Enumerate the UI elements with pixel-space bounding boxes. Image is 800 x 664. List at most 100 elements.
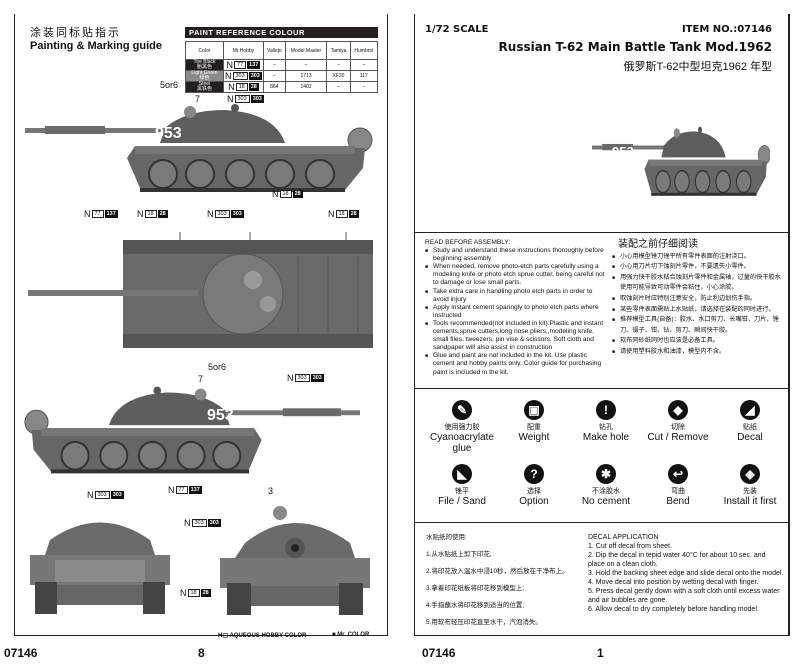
n-mark: N: [84, 209, 91, 219]
legend-mr-color: ■ Mr. COLOR: [332, 632, 370, 638]
hobby-code: 303: [191, 519, 207, 527]
humbrol-code: –: [349, 59, 379, 71]
header-tamiya: Tamiya: [326, 41, 351, 60]
decal-icon: ◢: [740, 400, 760, 420]
guide-title-en: Painting & Marking guide: [30, 40, 163, 52]
mr-color-code: 28: [157, 210, 168, 218]
divider: [414, 232, 790, 233]
tank-top-view: [28, 232, 373, 348]
vallejo-code: –: [262, 70, 286, 82]
product-title-cn: 俄罗斯T-62中型坦克1962 年型: [623, 61, 772, 73]
left-page-number: 8: [198, 646, 205, 660]
n-mark: N: [226, 60, 234, 70]
product-title-en: Russian T-62 Main Battle Tank Mod.1962: [498, 40, 772, 54]
mr-color-code: 303: [310, 374, 324, 382]
decal-step-cn: 2.将印花放入温水中浸10秒，然后放在干净布上。: [426, 568, 569, 575]
tamiya-code: XF20: [326, 70, 351, 82]
decal-step-cn: 4.手指蘸水将印花移到适当的位置;: [426, 602, 525, 609]
color-name-cn: 胎黑色: [196, 64, 212, 70]
assembly-note-cn: 小心用刀片切下蚀刻片零件，不要遗失小零件。: [612, 262, 782, 273]
symbol-label-cn: 弯曲: [671, 488, 685, 495]
decal-instructions-en: DECAL APPLICATION 1. Cut off decal from …: [588, 533, 784, 614]
assembly-note: Glue and paint are not included in the k…: [425, 352, 605, 376]
symbol-label-cn: 锉平: [455, 488, 469, 495]
decal-label-5or6: 5or6: [160, 80, 179, 90]
n-mark: N: [328, 209, 335, 219]
header-model-master: Model Master: [284, 41, 328, 60]
weight-icon: ▣: [524, 400, 544, 420]
tamiya-code: –: [326, 59, 351, 71]
symbol-label-en: Bend: [666, 496, 690, 507]
color-name: Tire Black: [193, 59, 216, 65]
right-item-number: 07146: [422, 646, 456, 660]
assembly-note: Apply instant cement sparingly to photo …: [425, 304, 605, 320]
model-master-code: 1713: [284, 70, 328, 82]
color-name-cn: 黑铁色: [196, 86, 212, 92]
decal-heading-cn: 水贴纸的使用:: [426, 534, 467, 541]
glue-icon: ✎: [452, 400, 472, 420]
header-humbrol: Humbrol: [349, 41, 379, 60]
assembly-note-cn: 推荐模型工具(自备)：胶水、水口剪刀、长嘴钳、刀片、锉刀、镊子、钳、钻、剪刀、瞬…: [612, 315, 782, 336]
tank-number-decal: 953: [612, 144, 634, 159]
assembly-note-cn: 软布同砂纸同时也应该是必备工具。: [612, 336, 782, 347]
n-mark: N: [272, 189, 279, 199]
assembly-heading-en: READ BEFORE ASSEMBLY:: [425, 239, 511, 246]
hobby-code: 77: [91, 210, 104, 218]
hobby-code: 303: [94, 491, 110, 499]
decal-label-7: 7: [198, 374, 204, 384]
question-icon: ?: [524, 464, 544, 484]
assembly-note-cn: 请使用塑料胶水和油漆，模型内不含。: [612, 347, 782, 358]
n-mark: N: [184, 518, 191, 528]
symbol-label-en: Install it first: [723, 496, 777, 507]
decal-heading-en: DECAL APPLICATION: [588, 534, 659, 541]
drill-icon: !: [596, 400, 616, 420]
color-name: Steel: [198, 81, 211, 87]
mr-color-code: 303: [207, 519, 221, 527]
no-cement-icon: ✱: [596, 464, 616, 484]
assembly-note: Study and understand these instructions …: [425, 247, 605, 263]
tamiya-code: –: [326, 81, 351, 93]
decal-step-en: 3. Hold the backing sheet edge and slide…: [588, 570, 784, 577]
paint-table-title: PAINT REFERENCE COLOUR: [185, 27, 378, 38]
color-name: Light Green: [191, 70, 218, 76]
hobby-code: 18: [187, 589, 200, 597]
assembly-note: When needed, remove photo-etch parts car…: [425, 263, 605, 287]
vallejo-code: 864: [262, 81, 286, 93]
decal-step-en: 1. Cut off decal from sheet.: [588, 543, 672, 550]
decal-step-cn: 1.从水贴纸上剪下印花;: [426, 551, 492, 558]
decal-step-en: 5. Press decal gently down with a soft c…: [588, 588, 780, 604]
humbrol-code: 117: [349, 70, 379, 82]
vallejo-code: –: [262, 59, 286, 71]
product-tank-illustration: 953: [520, 98, 770, 213]
mr-color-code: 303: [250, 95, 264, 103]
mr-color-code: 28: [292, 190, 303, 198]
right-page-frame: [414, 14, 790, 636]
install-first-icon: ◈: [740, 464, 760, 484]
assembly-note: Take extra care in handling photo etch p…: [425, 288, 605, 304]
symbol-label-cn: 选择: [527, 488, 541, 495]
hobby-code: 303: [232, 72, 248, 80]
item-number: ITEM NO.:07146: [681, 24, 772, 35]
cut-icon: ◆: [668, 400, 688, 420]
n-mark: N: [168, 485, 175, 495]
humbrol-code: –: [349, 81, 379, 93]
decal-step-cn: 5.用软布轻压印花直至水干，汽泡消失。: [426, 619, 542, 626]
decal-instructions-cn: 水贴纸的使用: 1.从水贴纸上剪下印花; 2.将印花放入温水中浸10秒，然后放在…: [426, 533, 586, 631]
header-mrhobby: Mr.Hobby: [223, 41, 264, 60]
hobby-code: 77: [234, 61, 247, 69]
symbol-label-en: Make hole: [582, 432, 630, 443]
guide-title-cn: 涂装同标贴指示: [30, 27, 121, 39]
